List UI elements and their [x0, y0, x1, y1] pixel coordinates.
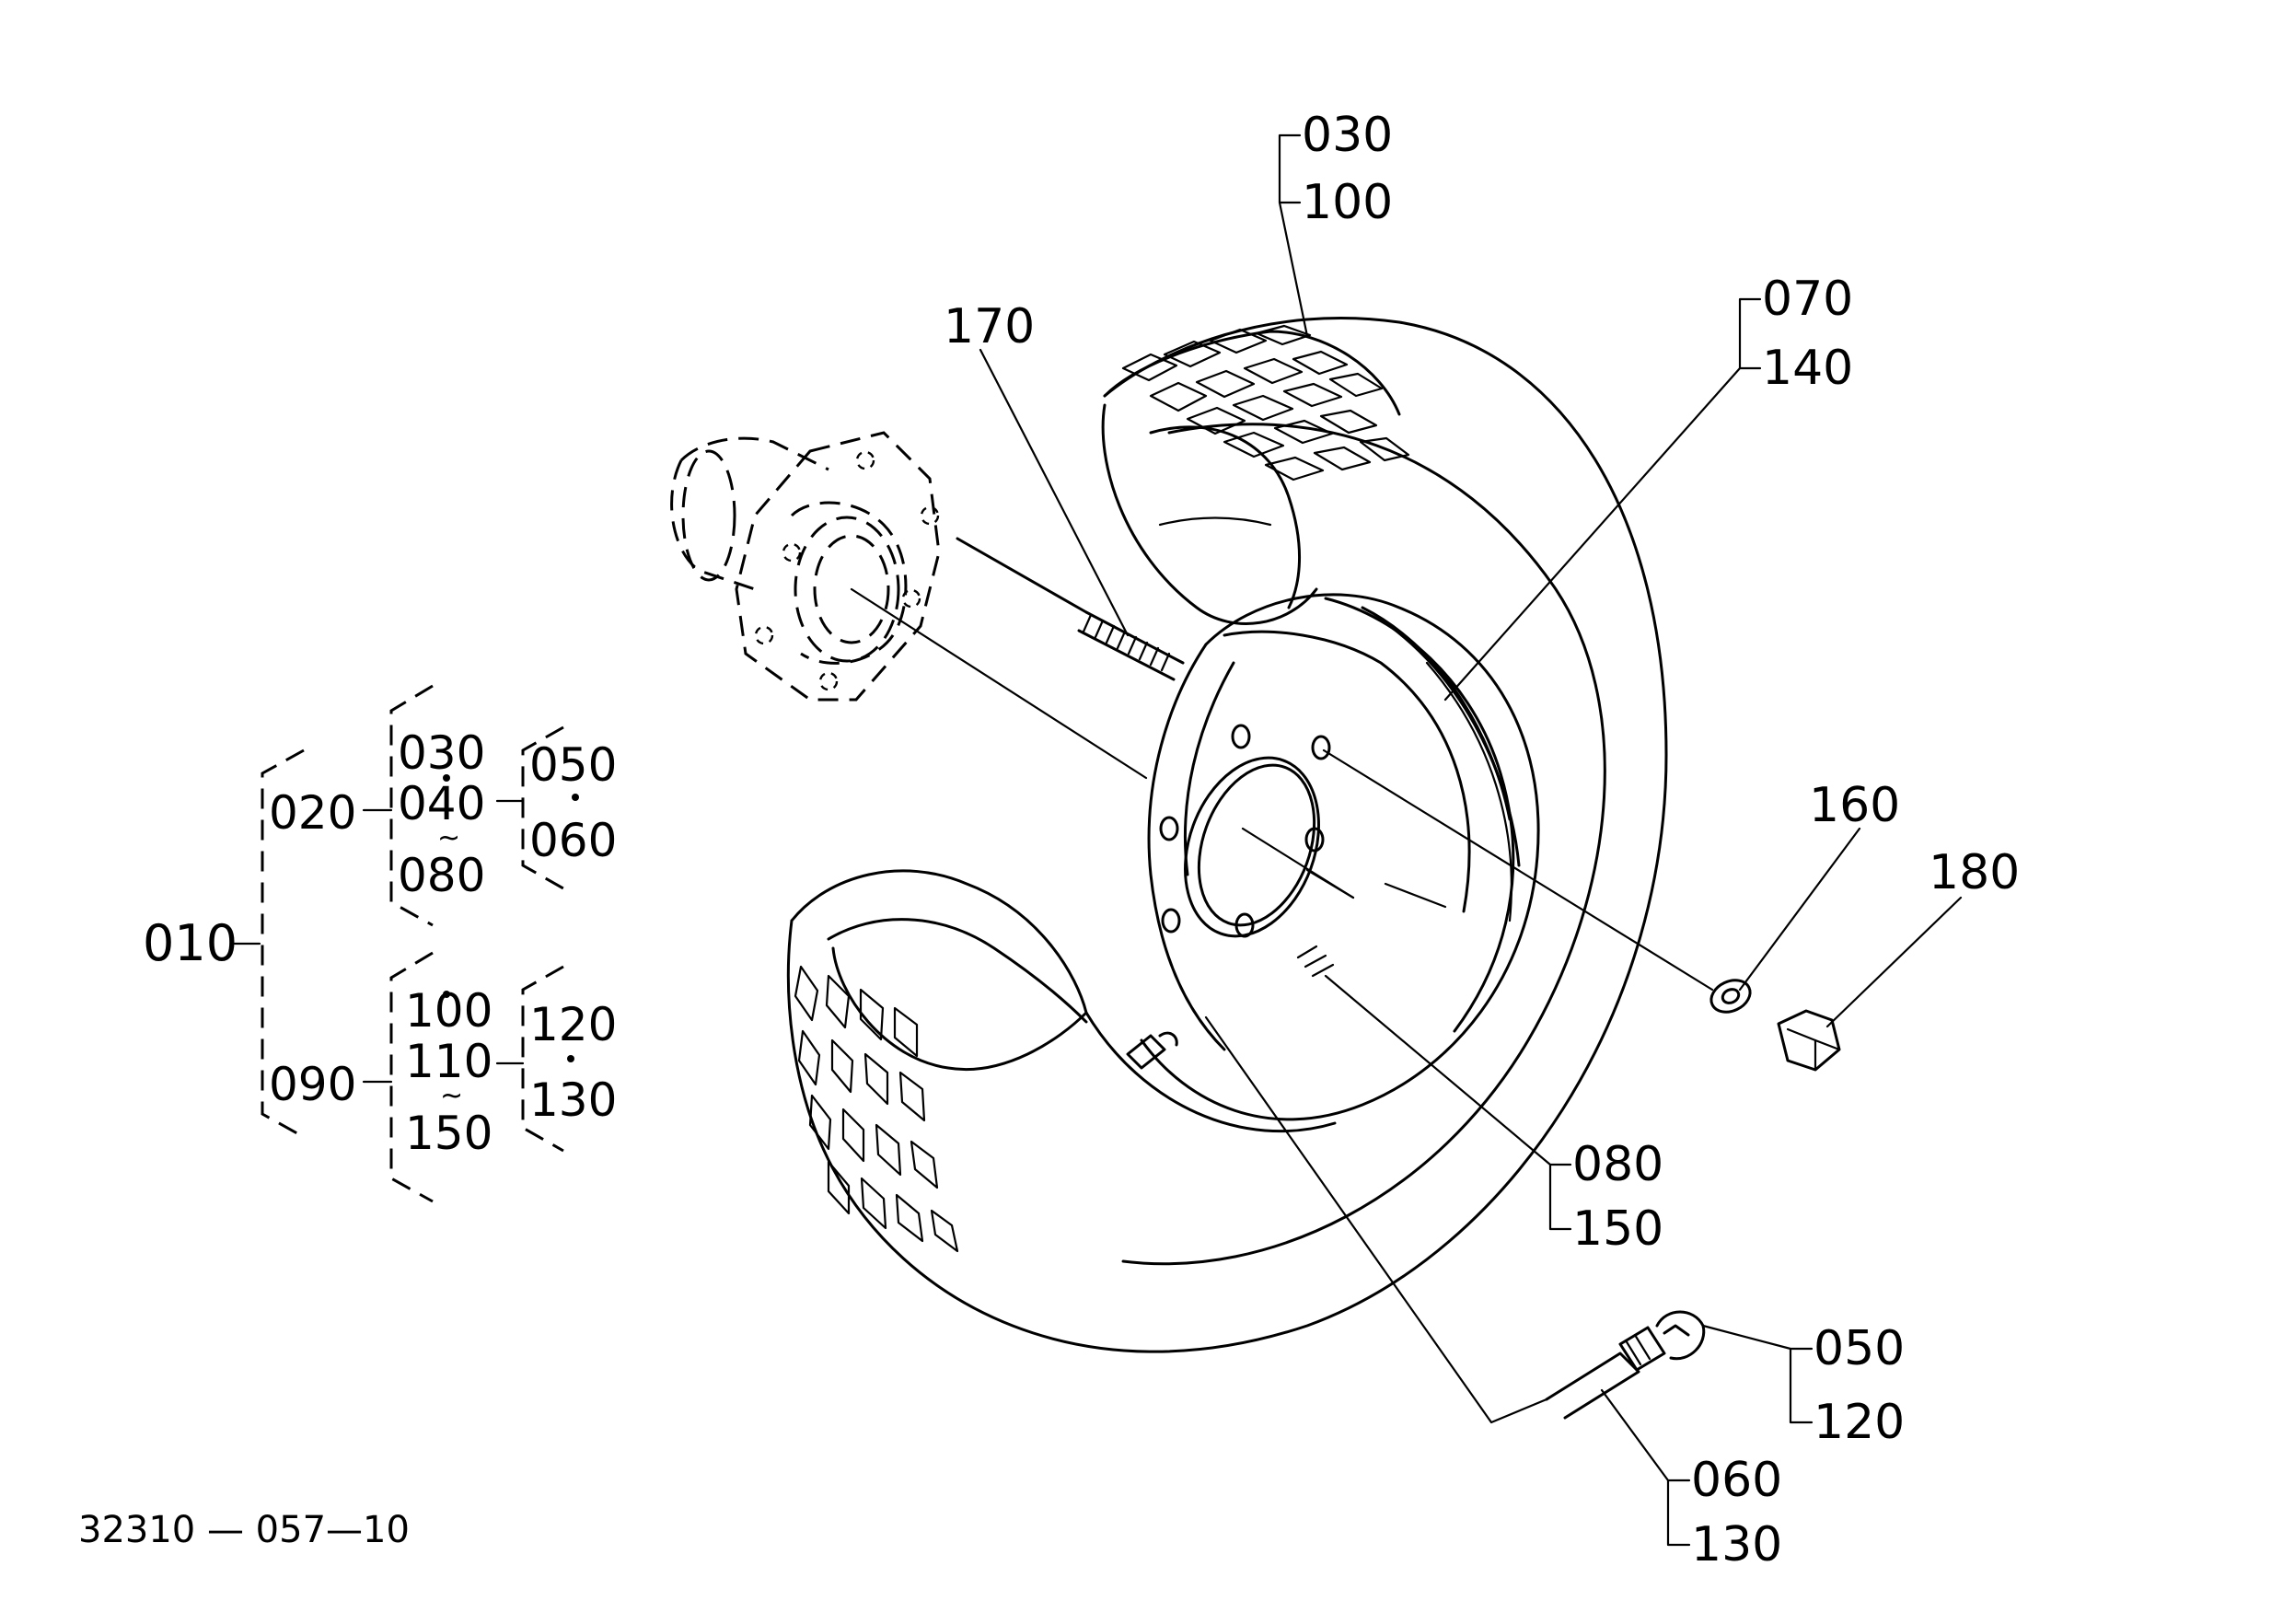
tree-group2-mid-2: 110 — [405, 1035, 493, 1088]
callout-130: 130 — [1691, 1517, 1782, 1572]
upper-tread — [1121, 324, 1410, 481]
callout-080-150: 080 150 — [1572, 1137, 1663, 1257]
callout-100: 100 — [1302, 175, 1393, 230]
tree-group1-mid-1: 030 — [398, 726, 485, 780]
tree-dot — [567, 1055, 574, 1062]
callout-030: 030 — [1302, 108, 1393, 163]
callout-160: 160 — [1809, 778, 1900, 833]
wheel-nut — [1777, 1009, 1841, 1072]
tree-root: 010 — [143, 914, 238, 972]
callout-070-140: 070 140 — [1762, 272, 1853, 396]
callout-140: 140 — [1762, 341, 1853, 396]
tire — [786, 316, 1668, 1353]
tree-group1-mid-3: 080 — [398, 849, 485, 902]
wheel-rim — [1140, 593, 1540, 1121]
leader-lines — [850, 133, 1963, 1547]
callout-150: 150 — [1572, 1201, 1663, 1257]
callout-070: 070 — [1762, 272, 1853, 327]
callout-180: 180 — [1929, 845, 2020, 900]
tree-group1-node: 020 — [269, 786, 356, 840]
tree-group1-mid-2: 040 — [398, 777, 485, 830]
tree-group2-node: 090 — [269, 1058, 356, 1111]
tire-valve — [1126, 1031, 1706, 1420]
bolt-axis-line — [1322, 748, 1714, 992]
lower-tread — [794, 965, 959, 1253]
tree-dot — [572, 794, 579, 801]
tree-dot — [443, 991, 450, 998]
callout-060-130: 060 130 — [1691, 1453, 1782, 1572]
drawing-number: 32310 — 057—10 — [78, 1509, 410, 1551]
tree-group2-mid-3: 150 — [405, 1107, 493, 1160]
tree-range-mark: ~ — [440, 1080, 463, 1112]
tree-group2-right-1: 120 — [529, 998, 617, 1051]
tree-group2-right-2: 130 — [529, 1073, 617, 1127]
wheel-hub — [670, 431, 941, 702]
callout-170: 170 — [944, 299, 1035, 354]
tree-dot — [443, 774, 450, 782]
tree-range-mark: ~ — [437, 822, 460, 854]
tree-group1-right-2: 060 — [529, 814, 617, 867]
tree-group1-right-1: 050 — [529, 738, 617, 792]
callout-030-100: 030 100 — [1302, 108, 1393, 230]
callout-080: 080 — [1572, 1137, 1663, 1192]
wheel-stud — [956, 537, 1185, 681]
assembly-tree: 010 020 030 040 ~ 080 050 060 090 100 11… — [143, 684, 617, 1203]
callout-120: 120 — [1814, 1395, 1905, 1450]
callout-060: 060 — [1691, 1453, 1782, 1508]
callout-050: 050 — [1814, 1321, 1905, 1376]
washer — [1709, 979, 1752, 1014]
callout-050-120: 050 120 — [1814, 1321, 1905, 1450]
